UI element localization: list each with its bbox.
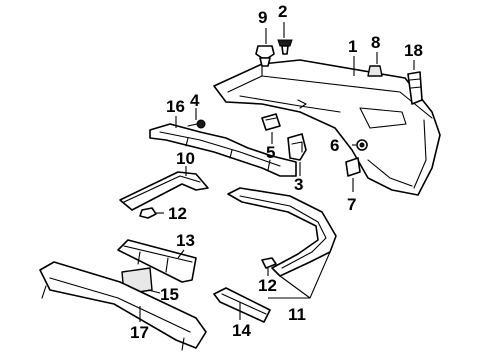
callout-5: 5 (266, 143, 275, 162)
cap-12-lower (261, 257, 277, 269)
bracket-5 (261, 113, 281, 131)
callout-10: 10 (176, 149, 195, 168)
callout-11: 11 (288, 305, 306, 324)
energy-absorber-11 (227, 187, 337, 277)
bracket-13 (117, 239, 197, 283)
callout-9: 9 (258, 8, 267, 27)
callout-15: 15 (160, 285, 179, 304)
callout-2: 2 (278, 2, 287, 21)
screw-4 (187, 119, 206, 129)
bracket-3 (287, 133, 307, 161)
callout-17: 17 (130, 323, 149, 342)
callout-12-lower: 12 (258, 276, 277, 295)
upper-reinforcement (149, 123, 297, 177)
clip-7 (345, 157, 361, 177)
leader-lines (139, 22, 415, 322)
callout-8: 8 (371, 33, 380, 52)
callout-labels: 1 2 3 4 5 6 7 8 9 10 11 12 12 13 14 15 1… (130, 2, 423, 342)
callout-4: 4 (190, 91, 200, 110)
retainer-clip-9 (255, 45, 275, 67)
side-bracket-10 (119, 171, 209, 211)
lower-reinforcement-17 (39, 261, 207, 351)
callout-1: 1 (348, 37, 357, 56)
push-pin-2 (277, 39, 293, 55)
callout-18: 18 (404, 41, 423, 60)
nut-6 (356, 139, 368, 151)
callout-6: 6 (330, 136, 339, 155)
callout-3: 3 (294, 175, 303, 194)
callout-12-upper: 12 (168, 204, 187, 223)
callout-16: 16 (166, 97, 185, 116)
mount-14 (213, 287, 271, 323)
cap-12-upper (139, 207, 157, 219)
callout-7: 7 (347, 195, 356, 214)
bumper-cover (213, 59, 441, 196)
bumper-guard-18 (407, 71, 423, 105)
clip-8 (367, 65, 383, 77)
callout-13: 13 (176, 231, 195, 250)
callout-14: 14 (232, 321, 251, 340)
